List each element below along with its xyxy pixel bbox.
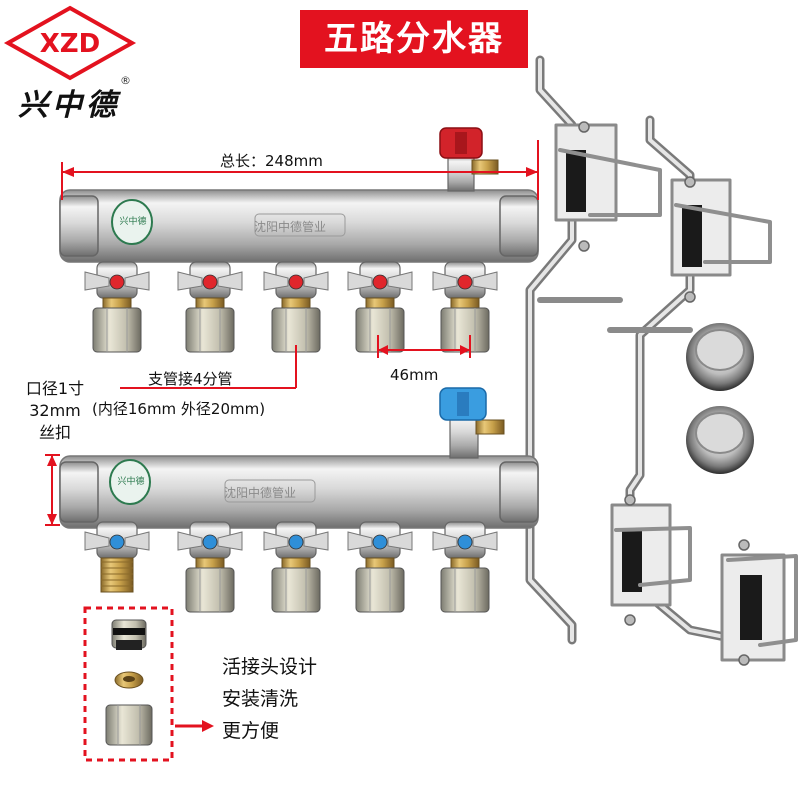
- fitting-detail: [83, 606, 214, 762]
- feature-line-2: 安装清洗: [222, 688, 299, 710]
- lower-engraving: 沈阳中德管业: [224, 486, 297, 500]
- dimension-lines: [45, 140, 539, 526]
- lower-outlet-valve: [263, 521, 329, 613]
- inlet-size-line1: 口径1寸: [25, 379, 85, 398]
- product-title: 五路分水器: [300, 10, 528, 68]
- lower-outlet-valve: [177, 521, 243, 613]
- registered-mark: ®: [120, 74, 131, 87]
- lower-outlet-valve: [347, 521, 413, 613]
- inlet-size-line2: 32mm: [29, 401, 81, 420]
- inlet-size-label: 口径1寸 32mm 丝扣: [10, 378, 100, 444]
- feature-line-3: 更方便: [222, 720, 280, 742]
- feature-line-1: 活接头设计: [222, 656, 318, 678]
- brand-logo: XZD: [3, 5, 137, 81]
- branch-pipe-size-label: (内径16mm 外径20mm): [92, 400, 266, 418]
- brand-name: 兴中德: [18, 88, 120, 123]
- upper-sticker-label: 兴中德: [119, 217, 147, 227]
- upper-outlet-valve: [432, 261, 498, 353]
- upper-outlet-valve: [263, 261, 329, 353]
- total-length-label: 总长：248mm: [220, 152, 323, 170]
- upper-outlet-valve: [347, 261, 413, 353]
- upper-outlet-valve: [177, 261, 243, 353]
- upper-manifold: [59, 127, 539, 353]
- end-caps: [686, 323, 754, 474]
- logo-text: XZD: [40, 29, 100, 59]
- upper-outlet-valve: [84, 261, 150, 353]
- outlet-spacing-label: 46mm: [390, 366, 439, 384]
- lower-manifold: [59, 387, 539, 613]
- lower-sticker-label: 兴中德: [117, 477, 145, 487]
- lower-outlet-valve: [432, 521, 498, 613]
- inlet-size-line3: 丝扣: [38, 423, 71, 442]
- lower-outlet-valve: [84, 521, 150, 593]
- branch-connection-label: 支管接4分管: [148, 370, 233, 388]
- mounting-brackets: [525, 55, 798, 666]
- upper-engraving: 沈阳中德管业: [254, 220, 327, 234]
